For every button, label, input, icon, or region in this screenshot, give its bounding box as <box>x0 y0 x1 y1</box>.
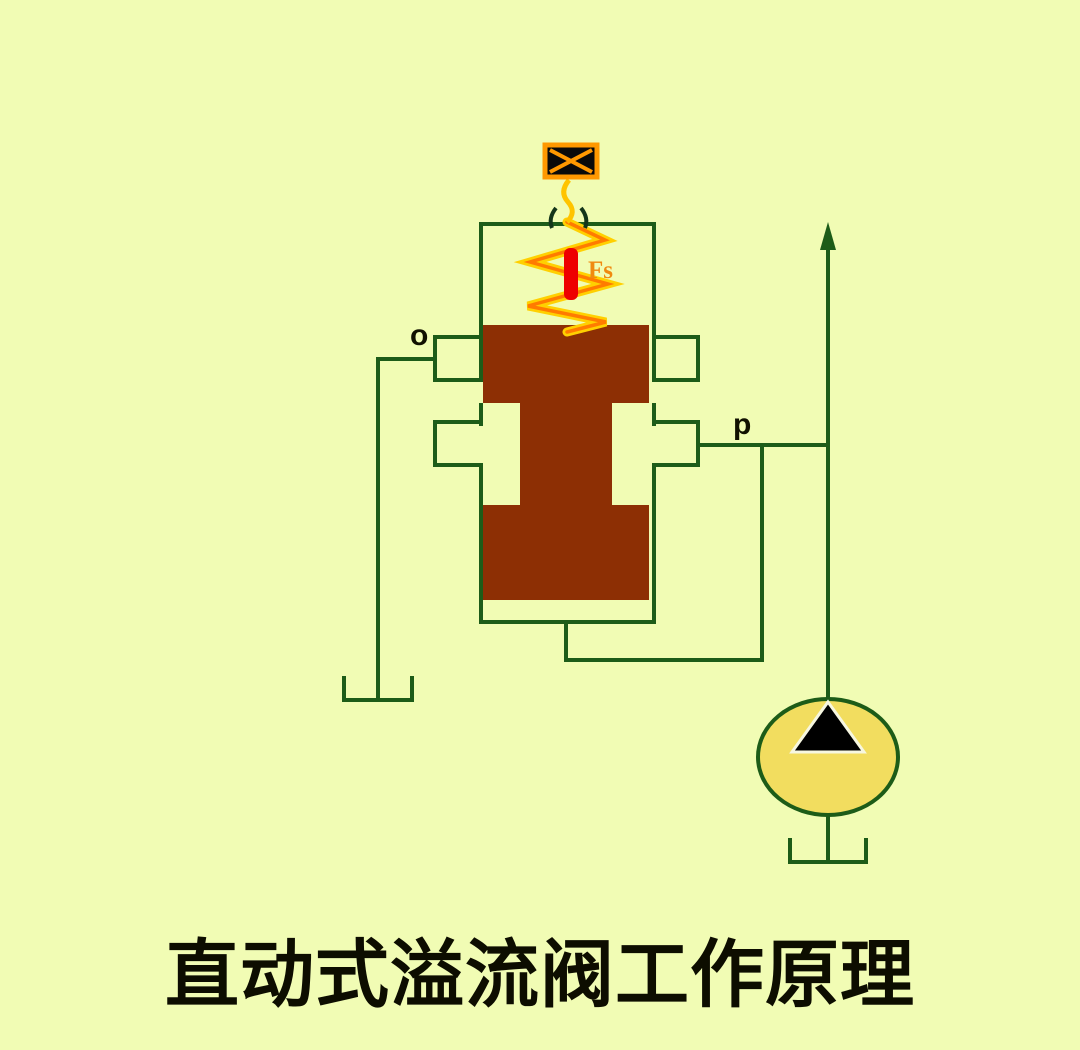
outlet-flow-arrow-head <box>820 222 836 250</box>
reservoir-tank-bottom <box>788 838 868 864</box>
reservoir-tank-left <box>342 676 414 702</box>
port-label-pressure: p <box>733 408 751 441</box>
adjusting-screw-cross <box>549 148 593 174</box>
valve-spool <box>483 325 649 600</box>
spring-hook-left <box>548 206 558 229</box>
spring-hook-right <box>579 206 589 229</box>
pump-flow-triangle <box>789 699 867 754</box>
piping-network <box>342 222 868 864</box>
outlet-drain-line <box>376 357 437 702</box>
pilot-pressure-line <box>564 443 764 662</box>
adjusting-screw-stem <box>561 178 575 224</box>
port-label-outlet: o <box>410 319 428 352</box>
spool-upper-land <box>483 325 649 403</box>
adjusting-screw[interactable] <box>542 142 600 180</box>
spring-force-label: Fs <box>588 257 613 284</box>
spool-stem <box>520 403 612 518</box>
pressure-spring <box>513 217 625 337</box>
hydraulic-pump <box>756 697 900 817</box>
pump-housing <box>756 697 900 817</box>
right-upper-port-pocket <box>652 335 700 382</box>
spring-seat-hooks <box>548 206 589 229</box>
spool-lower-land <box>483 505 649 600</box>
spring-force-indicator <box>564 248 578 300</box>
figure-caption: 直动式溢流阀工作原理 <box>165 932 915 1018</box>
left-lower-port-pocket <box>433 420 483 467</box>
spring-coil-inner <box>523 220 615 334</box>
